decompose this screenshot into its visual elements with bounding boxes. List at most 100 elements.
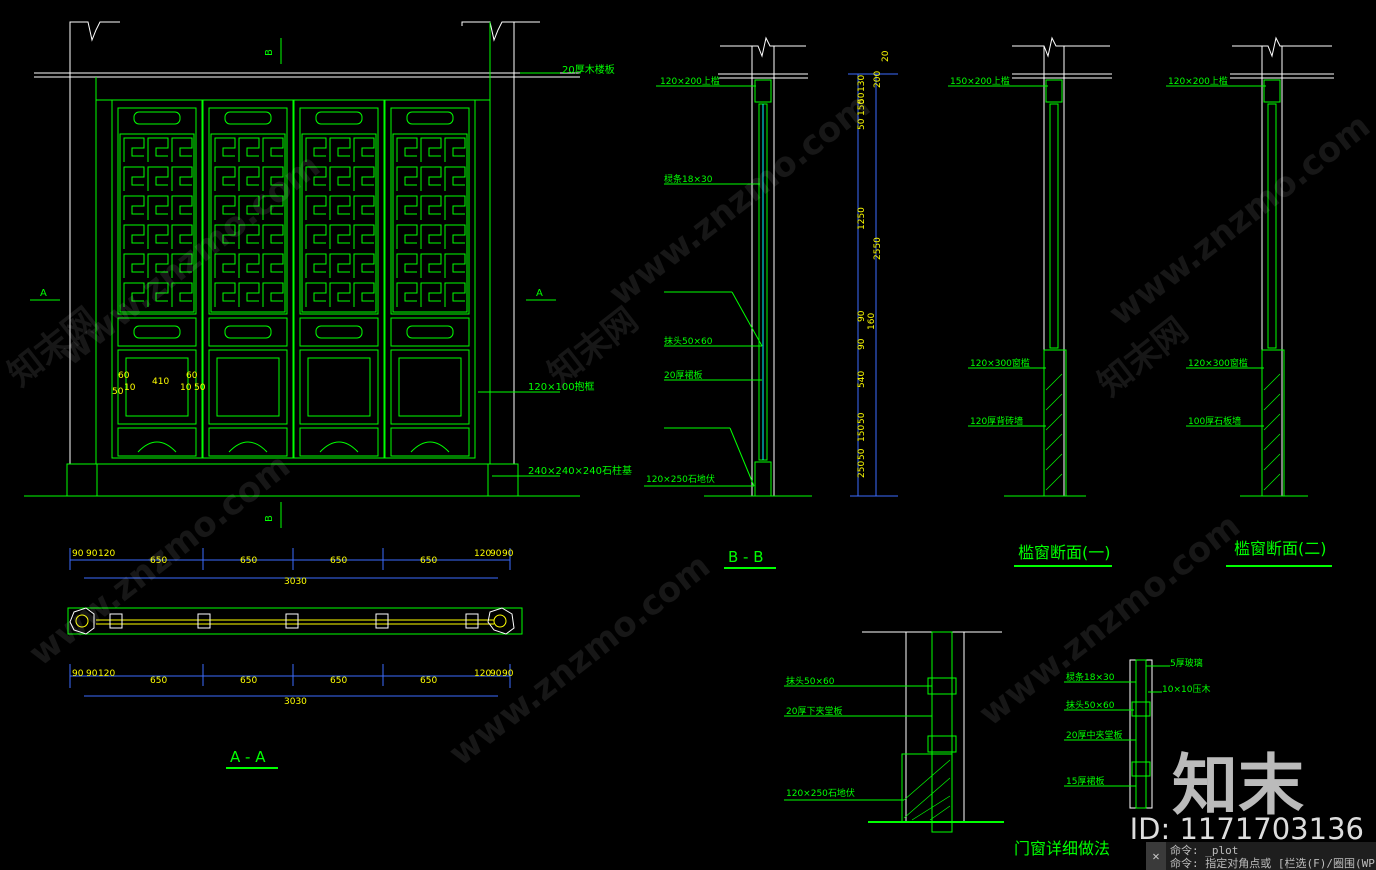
top-slot [315,111,363,125]
sill-section-2: 120×200上槛 120×300窗槛 100厚石板墙 槛窗断面(二) [1166,36,1334,567]
plan-title: A - A [230,748,266,766]
plan-total-top: 3030 [284,577,307,587]
command-line-2: 命令: 指定对角点或 [栏选(F)/圈围(WP [1170,857,1375,870]
svg-text:10: 10 [180,383,192,393]
bb-dimension: 200 [873,71,883,88]
command-line[interactable]: ✕ 命令: _plot 命令: 指定对角点或 [栏选(F)/圈围(WP [1146,842,1376,870]
column-base-label: 240×240×240石柱基 [528,464,632,477]
svg-text:抹头50×60: 抹头50×60 [664,335,713,347]
svg-text:50: 50 [112,387,124,397]
skirt-panel [117,349,197,425]
image-id: ID: 1171703136 [1129,812,1364,846]
svg-text:90: 90 [72,549,84,559]
skirt-panel [208,349,288,425]
lattice-bar [420,224,442,249]
leaf-upper-frame [299,107,379,315]
svg-text:棂条18×30: 棂条18×30 [664,173,713,185]
mid-rail [299,317,379,347]
bottom-rail [208,427,288,457]
svg-text:50: 50 [194,383,206,393]
lattice-bar [238,137,260,162]
lattice-bar [214,195,236,220]
cut-a-left-label: A [40,288,47,299]
lattice-bar [329,253,351,278]
bb-dimension: 150 [857,99,867,116]
lattice-bar [171,224,193,249]
lattice-bar [123,253,145,278]
top-slot [406,111,454,125]
lattice-bar [396,166,418,191]
lattice-bar [238,253,260,278]
svg-text:20厚下夹堂板: 20厚下夹堂板 [786,705,842,717]
cut-b-top-label: B [264,49,275,56]
bb-dimension: 250 [857,461,867,478]
svg-text:120×250石地伏: 120×250石地伏 [646,473,715,485]
lattice-bar [305,224,327,249]
svg-text:650: 650 [420,676,437,686]
lattice-bar [396,195,418,220]
panel-dimension-labels: 60 50 10 410 10 50 60 [112,371,206,397]
lattice-bar [214,166,236,191]
lattice-bar [305,137,327,162]
leaf-upper-frame [117,107,197,315]
bb-dimension: 2550 [873,237,883,260]
svg-text:120: 120 [474,549,491,559]
skirt-inner [125,357,189,417]
bottom-curve [319,441,359,453]
bottom-rail [299,427,379,457]
lattice-bar [353,137,375,162]
close-icon[interactable]: ✕ [1146,842,1166,870]
lattice-bar [147,137,169,162]
lattice-bar [147,282,169,307]
bb-dimension: 50 [857,448,867,460]
skirt-panel [390,349,470,425]
skirt-inner [216,357,280,417]
lattice-bar [262,137,284,162]
lattice-bar [353,253,375,278]
section-b-b: 120×200上槛 棂条18×30 抹头50×60 20厚裙板 120×250石… [644,36,898,569]
lattice-bar [238,195,260,220]
top-slot [133,111,181,125]
lattice-bar [305,195,327,220]
svg-text:650: 650 [240,556,257,566]
mid-rail [208,317,288,347]
lattice-bar [329,282,351,307]
skirt-panel [299,349,379,425]
lattice-bar [305,253,327,278]
mid-slot [315,325,363,339]
lattice-bar [147,224,169,249]
cut-b-bottom-label: B [264,515,275,522]
lattice-bar [214,137,236,162]
door-window-detail: 抹头50×60 20厚下夹堂板 120×250石地伏 棂条18×30 抹头50×… [784,631,1210,858]
lattice-bar [214,253,236,278]
lattice-bar [353,224,375,249]
lattice-bar [396,224,418,249]
lattice-bar [123,195,145,220]
svg-text:120×250石地伏: 120×250石地伏 [786,787,855,799]
bb-dimension: 150 [857,425,867,442]
lattice-bar [147,195,169,220]
lattice-bar [262,195,284,220]
lattice-bar [171,137,193,162]
lattice-bar [123,137,145,162]
svg-text:120: 120 [98,669,115,679]
svg-text:650: 650 [150,556,167,566]
lattice-bar [238,224,260,249]
svg-text:60: 60 [186,371,198,381]
lattice-bar [147,166,169,191]
lattice-bar [238,282,260,307]
svg-text:120厚背砖墙: 120厚背砖墙 [970,415,1023,427]
svg-text:90: 90 [490,549,502,559]
bb-dimension: 50 [857,118,867,130]
lattice-bar [396,282,418,307]
bottom-curve [410,441,450,453]
bb-dimension: 20 [881,50,891,62]
svg-text:90: 90 [72,669,84,679]
plan-a-a: 90 90 120 650 650 650 650 120 90 90 3030… [67,548,523,769]
lattice-bar [396,137,418,162]
lattice-bar [396,253,418,278]
lattice-bar [420,195,442,220]
svg-text:15厚裙板: 15厚裙板 [1066,775,1104,787]
bottom-curve [228,441,268,453]
